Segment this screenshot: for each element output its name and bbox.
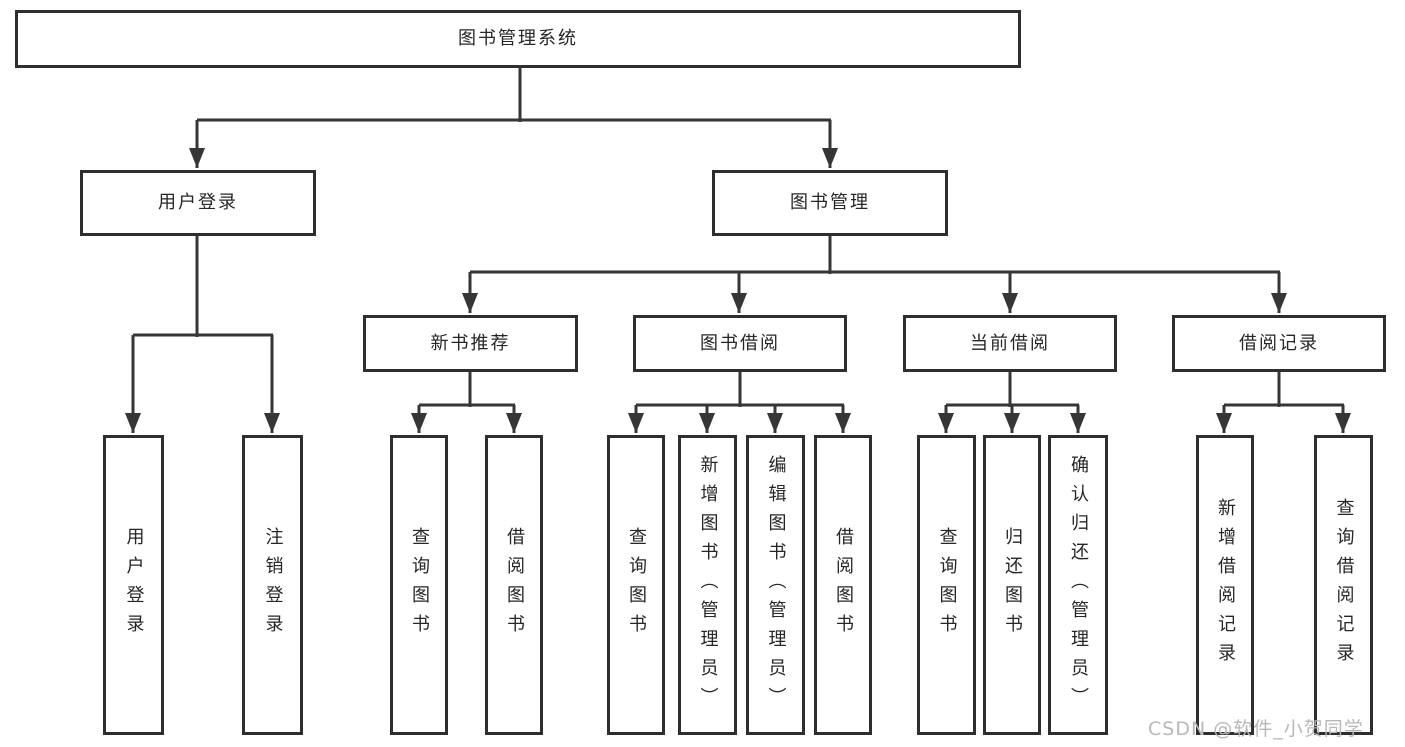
node-book-management: 图书管理: [712, 170, 948, 236]
connector-user-login-trunk: [133, 236, 273, 337]
leaf-label: 查询借阅记录: [1333, 498, 1355, 672]
leaf-label: 查询图书: [936, 527, 958, 643]
connector-current-borrow-trunk: [946, 372, 1079, 407]
leaf-label: 查询图书: [409, 527, 430, 643]
leaf-user-login: 用户登录: [103, 435, 164, 735]
node-book-borrow: 图书借阅: [633, 315, 847, 372]
leaf-return-books: 归还图书: [983, 435, 1041, 735]
leaf-label: 新增图书（管理员）: [697, 454, 719, 716]
leaf-label: 用户登录: [123, 527, 145, 643]
leaf-label: 新增借阅记录: [1215, 498, 1236, 672]
leaf-logout: 注销登录: [242, 435, 303, 735]
leaf-label: 编辑图书（管理员）: [765, 454, 787, 716]
leaf-add-books-admin: 新增图书（管理员）: [678, 435, 737, 735]
leaf-query-borrow-record: 查询借阅记录: [1314, 435, 1373, 735]
connector-root-trunk: [197, 67, 831, 122]
leaf-query-books: 查询图书: [607, 435, 665, 735]
node-current-borrow: 当前借阅: [903, 315, 1117, 372]
node-new-book-recommend: 新书推荐: [363, 315, 578, 372]
node-borrow-records: 借阅记录: [1172, 315, 1386, 372]
node-label: 图书管理: [790, 192, 870, 214]
leaf-confirm-return-admin: 确认归还（管理员）: [1048, 435, 1108, 735]
node-label: 用户登录: [158, 192, 238, 214]
leaf-label: 归还图书: [1002, 527, 1023, 643]
node-user-login: 用户登录: [80, 170, 316, 236]
leaf-label: 注销登录: [262, 527, 284, 643]
leaf-label: 查询图书: [626, 527, 647, 643]
node-label: 借阅记录: [1239, 332, 1319, 354]
connector-borrow-records-trunk: [1224, 372, 1344, 407]
node-label: 新书推荐: [430, 332, 511, 354]
node-label: 图书借阅: [700, 332, 780, 354]
connector-book-borrow-trunk: [636, 372, 844, 407]
leaf-add-borrow-record: 新增借阅记录: [1196, 435, 1254, 735]
node-label: 当前借阅: [970, 332, 1050, 354]
node-library-management-system: 图书管理系统: [15, 10, 1021, 68]
leaf-borrow-books: 借阅图书: [485, 435, 543, 735]
node-label: 图书管理系统: [458, 28, 578, 50]
leaf-label: 借阅图书: [504, 527, 525, 643]
leaf-borrow-books: 借阅图书: [814, 435, 872, 735]
leaf-query-books: 查询图书: [917, 435, 976, 735]
leaf-label: 确认归还（管理员）: [1068, 454, 1089, 716]
leaf-query-books: 查询图书: [390, 435, 448, 735]
leaf-edit-books-admin: 编辑图书（管理员）: [746, 435, 805, 735]
watermark: CSDN @软件_小贺同学: [1148, 718, 1364, 740]
connector-new-books-trunk: [419, 372, 515, 407]
connector-book-management-trunk: [470, 236, 1280, 274]
leaf-label: 借阅图书: [833, 527, 854, 643]
